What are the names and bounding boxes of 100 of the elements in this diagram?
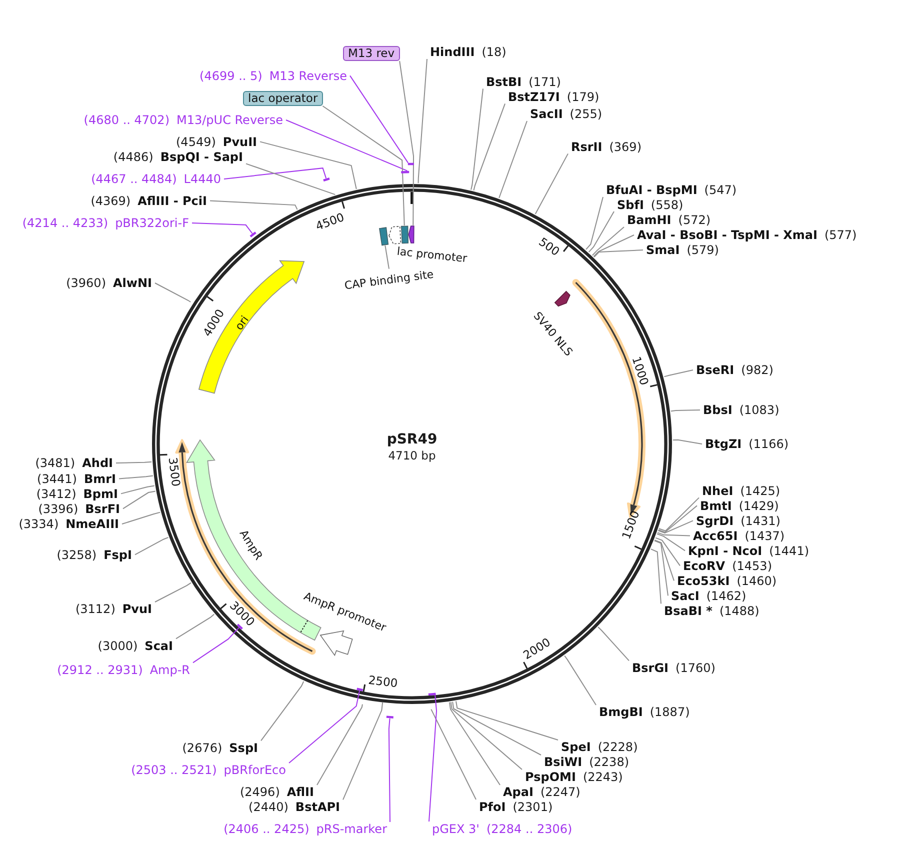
leader-line [473, 103, 506, 191]
leader-line [470, 88, 484, 190]
tick-label: 500 [536, 236, 562, 258]
primer-position: (4680 .. 4702) [84, 113, 170, 127]
cut-site-position: (2238) [589, 755, 630, 769]
cut-site-position: (1437) [744, 528, 785, 543]
cut-site-position: (1488) [719, 604, 760, 618]
enzyme-name: AhdI [82, 456, 113, 470]
cut-site-position: (2243) [582, 770, 623, 784]
cut-site-position: (3441) [37, 472, 77, 486]
cut-site-position: (1083) [739, 403, 780, 417]
primer-position: (2503 .. 2521) [131, 763, 217, 777]
leader-line [448, 702, 500, 786]
leader-line [192, 222, 253, 234]
enzyme-name: BseRI [696, 363, 734, 377]
feature-segment [408, 226, 414, 244]
enzyme-name: PvuII [222, 134, 257, 149]
cut-site-position: (982) [741, 363, 774, 377]
tick-label: 2500 [368, 675, 399, 690]
leader-line [260, 141, 357, 190]
primer-binding-mark [408, 162, 414, 166]
enzyme-name: PfoI [479, 800, 506, 814]
cut-site-position: (1431) [740, 514, 780, 528]
leader-line [154, 582, 192, 602]
leader-line [564, 655, 596, 706]
cut-site-position: (2440) [248, 800, 288, 814]
primer-position: (2284 .. 2306) [486, 822, 572, 836]
leader-line [388, 718, 390, 822]
enzyme-name: HindIII [430, 45, 475, 59]
leader-line [316, 704, 363, 786]
primer-name: pBRforEco [224, 763, 286, 777]
leader-line [418, 58, 428, 184]
enzyme-name: BstAPI [295, 800, 340, 814]
leader-line [658, 497, 700, 532]
feature-label: lac promoter [396, 246, 468, 264]
leader-line [224, 168, 327, 180]
leader-line [154, 282, 192, 302]
leader-line [134, 536, 169, 556]
leader-line [672, 439, 702, 444]
leader-line [586, 196, 604, 250]
cut-site-position: (1429) [738, 498, 779, 513]
leader-line [655, 537, 680, 566]
leader-line [428, 694, 438, 822]
enzyme-name: NheI [702, 484, 734, 498]
leader-line [650, 548, 662, 604]
cut-site-position: (3334) [18, 517, 59, 531]
primer-binding-mark [250, 232, 256, 238]
primer-binding-mark [323, 177, 330, 182]
primer-binding-mark [356, 688, 363, 692]
enzyme-name: SbfI [617, 198, 644, 212]
leader-line [118, 475, 154, 480]
tick-label: 4500 [314, 212, 346, 232]
leader-line [658, 520, 694, 534]
enzyme-name: BbsI [703, 403, 732, 417]
leader-line [350, 75, 409, 164]
leader-line [670, 410, 700, 412]
leader-line [592, 226, 624, 256]
leader-line [658, 505, 698, 533]
cut-site-position: (18) [482, 45, 506, 59]
primer-binding-mark [236, 624, 243, 630]
enzyme-name: AflIII - PciI [138, 194, 207, 208]
primer-name: pBR322ori-F [115, 216, 189, 230]
primer-binding-mark [401, 170, 410, 174]
enzyme-name: BsaBI * [664, 604, 712, 618]
feature-segment [401, 226, 408, 244]
leader-line [456, 700, 558, 740]
cut-site-position: (3481) [35, 456, 76, 470]
primer-position: (2406 .. 2425) [224, 822, 310, 836]
plasmid-name: pSR49 [386, 432, 438, 448]
enzyme-name: PspOMI [525, 770, 576, 784]
enzyme-name: EcoRV [683, 558, 726, 573]
cut-site-position: (4486) [113, 150, 154, 164]
feature-segment [379, 227, 389, 246]
cut-site-position: (179) [566, 90, 600, 104]
enzyme-name: Acc65I [693, 528, 738, 543]
enzyme-name: BfuAI - BspMI [606, 183, 698, 197]
feature-segment [388, 226, 402, 244]
leader-line [654, 540, 674, 582]
leader-line [260, 680, 304, 742]
leader-line [322, 106, 405, 226]
leader-line [116, 461, 152, 464]
cut-site-position: (1441) [769, 544, 810, 558]
leader-line [288, 690, 360, 764]
feature-tag: M13 rev [343, 46, 400, 61]
cut-site-position: (2228) [598, 740, 638, 754]
leader-line [594, 250, 644, 258]
leader-line [430, 708, 476, 800]
enzyme-name: NmeAIII [66, 517, 119, 531]
cut-site-position: (369) [609, 140, 642, 154]
leader-line [176, 614, 215, 640]
cut-site-position: (3412) [36, 486, 76, 501]
cut-site-position: (547) [704, 183, 737, 197]
feature-label: CAP binding site [344, 268, 434, 292]
primer-position: (2912 .. 2931) [57, 662, 143, 677]
enzyme-name: SgrDI [696, 514, 734, 528]
leader-line [654, 540, 668, 596]
primer-name: M13 Reverse [269, 68, 347, 83]
primer-name: pRS-marker [316, 822, 387, 836]
cut-site-position: (1462) [706, 588, 746, 603]
cut-site-position: (4369) [90, 194, 131, 208]
